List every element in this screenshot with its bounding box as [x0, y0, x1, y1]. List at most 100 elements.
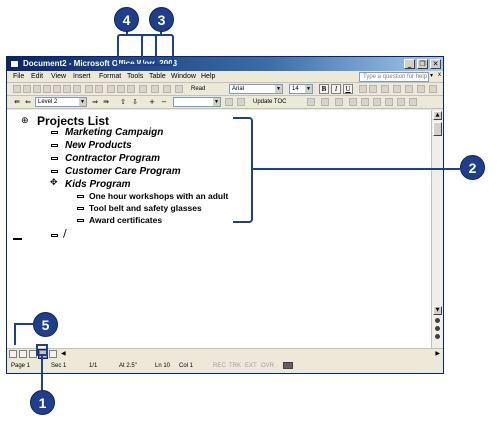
heading-expand-icon[interactable]: ✥	[50, 178, 58, 188]
body-text-icon[interactable]	[77, 207, 84, 210]
close-button[interactable]: ✕	[430, 59, 441, 69]
collapse-button[interactable]: −	[161, 98, 167, 106]
insert-subdocument-icon[interactable]	[373, 98, 381, 106]
decrease-indent-icon[interactable]	[417, 85, 425, 93]
save-icon[interactable]	[33, 85, 41, 93]
minimize-button[interactable]: _	[404, 59, 415, 69]
menu-tools[interactable]: Tools	[127, 73, 144, 80]
outline-heading-2[interactable]: Kids Program	[65, 179, 131, 190]
help-dropdown-icon[interactable]: ▾	[429, 73, 433, 79]
merge-subdocument-icon[interactable]	[385, 98, 393, 106]
print-preview-icon[interactable]	[73, 85, 81, 93]
next-page-icon[interactable]	[435, 334, 440, 339]
close-document-button[interactable]: x	[438, 72, 441, 78]
reading-layout-view-icon[interactable]	[49, 350, 57, 358]
menu-file[interactable]: File	[13, 73, 25, 80]
scroll-up-arrow-icon[interactable]: ▲	[433, 111, 442, 120]
demote-to-body-text-button[interactable]: ⇛	[103, 98, 109, 106]
line-spacing-icon[interactable]	[381, 85, 389, 93]
word-app-icon[interactable]	[10, 60, 19, 68]
normal-view-icon[interactable]	[9, 350, 17, 358]
menu-window[interactable]: Window	[171, 73, 196, 80]
heading-no-subtext-icon[interactable]	[51, 131, 58, 134]
outline-heading-2[interactable]: Marketing Campaign	[65, 127, 164, 138]
status-trk[interactable]: TRK	[229, 363, 241, 369]
document-area[interactable]: ⊕ Projects List Marketing Campaign New P…	[7, 110, 431, 348]
bullets-icon[interactable]	[405, 85, 413, 93]
scroll-down-arrow-icon[interactable]: ▼	[433, 306, 442, 315]
outline-heading-1[interactable]: Projects List	[37, 114, 110, 128]
menu-view[interactable]: View	[51, 73, 67, 80]
email-icon[interactable]	[53, 85, 61, 93]
menu-help[interactable]: Help	[201, 73, 216, 80]
web-layout-view-icon[interactable]	[19, 350, 27, 358]
open-icon[interactable]	[23, 85, 31, 93]
promote-to-heading1-button[interactable]: ⇚	[14, 98, 20, 106]
menu-edit[interactable]: Edit	[31, 73, 44, 80]
move-up-button[interactable]: ⇧	[120, 98, 126, 106]
format-painter-icon[interactable]	[139, 85, 147, 93]
collapse-subdocuments-icon[interactable]	[335, 98, 343, 106]
help-question-input[interactable]: Type a question for help	[359, 72, 429, 82]
split-subdocument-icon[interactable]	[397, 98, 405, 106]
scroll-thumb[interactable]	[433, 122, 442, 136]
undo-icon[interactable]	[151, 85, 159, 93]
outline-level-combo[interactable]: Level 2 ▼	[35, 97, 87, 107]
align-center-icon[interactable]	[369, 85, 377, 93]
master-document-view-icon[interactable]	[321, 98, 329, 106]
underline-button[interactable]: U	[343, 84, 353, 94]
scroll-right-arrow-icon[interactable]: ▶	[435, 351, 440, 357]
italic-button[interactable]: I	[331, 84, 341, 94]
show-formatting-icon[interactable]	[237, 98, 245, 106]
print-icon[interactable]	[63, 85, 71, 93]
heading-expanded-icon[interactable]: ⊕	[21, 116, 29, 126]
show-level-combo[interactable]: ▼	[173, 97, 221, 107]
font-name-combo[interactable]: Arial ▼	[229, 84, 283, 94]
numbering-icon[interactable]	[393, 85, 401, 93]
outline-heading-2[interactable]: New Products	[65, 140, 132, 151]
show-first-line-icon[interactable]	[225, 98, 233, 106]
title-bar[interactable]: Document2 - Microsoft Office Word 2003 _…	[7, 57, 443, 71]
bold-button[interactable]: B	[319, 84, 329, 94]
new-icon[interactable]	[13, 85, 21, 93]
font-size-combo[interactable]: 14 ▼	[289, 84, 313, 94]
status-ovr[interactable]: OVR	[261, 363, 275, 369]
redo-icon[interactable]	[163, 85, 171, 93]
status-rec[interactable]: REC	[213, 363, 226, 369]
align-left-icon[interactable]	[359, 85, 367, 93]
demote-button[interactable]: ⇒	[92, 98, 98, 106]
promote-button[interactable]: ⇐	[25, 98, 31, 106]
heading-no-subtext-icon[interactable]	[51, 144, 58, 147]
menu-format[interactable]: Format	[99, 73, 122, 80]
select-browse-object-icon[interactable]	[435, 326, 440, 331]
scroll-left-arrow-icon[interactable]: ◀	[61, 351, 66, 357]
body-text-icon[interactable]	[77, 195, 84, 198]
paste-icon[interactable]	[127, 85, 135, 93]
vertical-scrollbar[interactable]: ▲ ▼	[431, 110, 443, 348]
heading-no-subtext-icon[interactable]	[51, 170, 58, 173]
permission-icon[interactable]	[43, 85, 51, 93]
read-button[interactable]: Read	[191, 86, 206, 92]
restore-button[interactable]: ❐	[417, 59, 428, 69]
outline-body-text[interactable]: One hour workshops with an adult	[89, 191, 229, 201]
outline-heading-2[interactable]: Contractor Program	[65, 153, 161, 164]
spelling-status-icon[interactable]	[283, 362, 293, 369]
copy-icon[interactable]	[117, 85, 125, 93]
create-subdocument-icon[interactable]	[349, 98, 357, 106]
remove-subdocument-icon[interactable]	[361, 98, 369, 106]
menu-table[interactable]: Table	[149, 73, 166, 80]
expand-button[interactable]: +	[149, 98, 155, 106]
heading-no-subtext-icon[interactable]	[51, 157, 58, 160]
go-to-toc-icon[interactable]	[307, 98, 315, 106]
menu-insert[interactable]: Insert	[73, 73, 91, 80]
status-ext[interactable]: EXT	[245, 363, 257, 369]
outline-body-text[interactable]: Tool belt and safety glasses	[89, 203, 202, 213]
cut-icon[interactable]	[107, 85, 115, 93]
body-text-icon[interactable]	[77, 219, 84, 222]
previous-page-icon[interactable]	[435, 318, 440, 323]
toolbar-options-icon[interactable]	[429, 85, 437, 93]
zoom-icon[interactable]	[175, 85, 183, 93]
outline-body-text[interactable]: Award certificates	[89, 215, 163, 225]
outline-heading-2[interactable]: Customer Care Program	[65, 166, 181, 177]
spelling-icon[interactable]	[85, 85, 93, 93]
